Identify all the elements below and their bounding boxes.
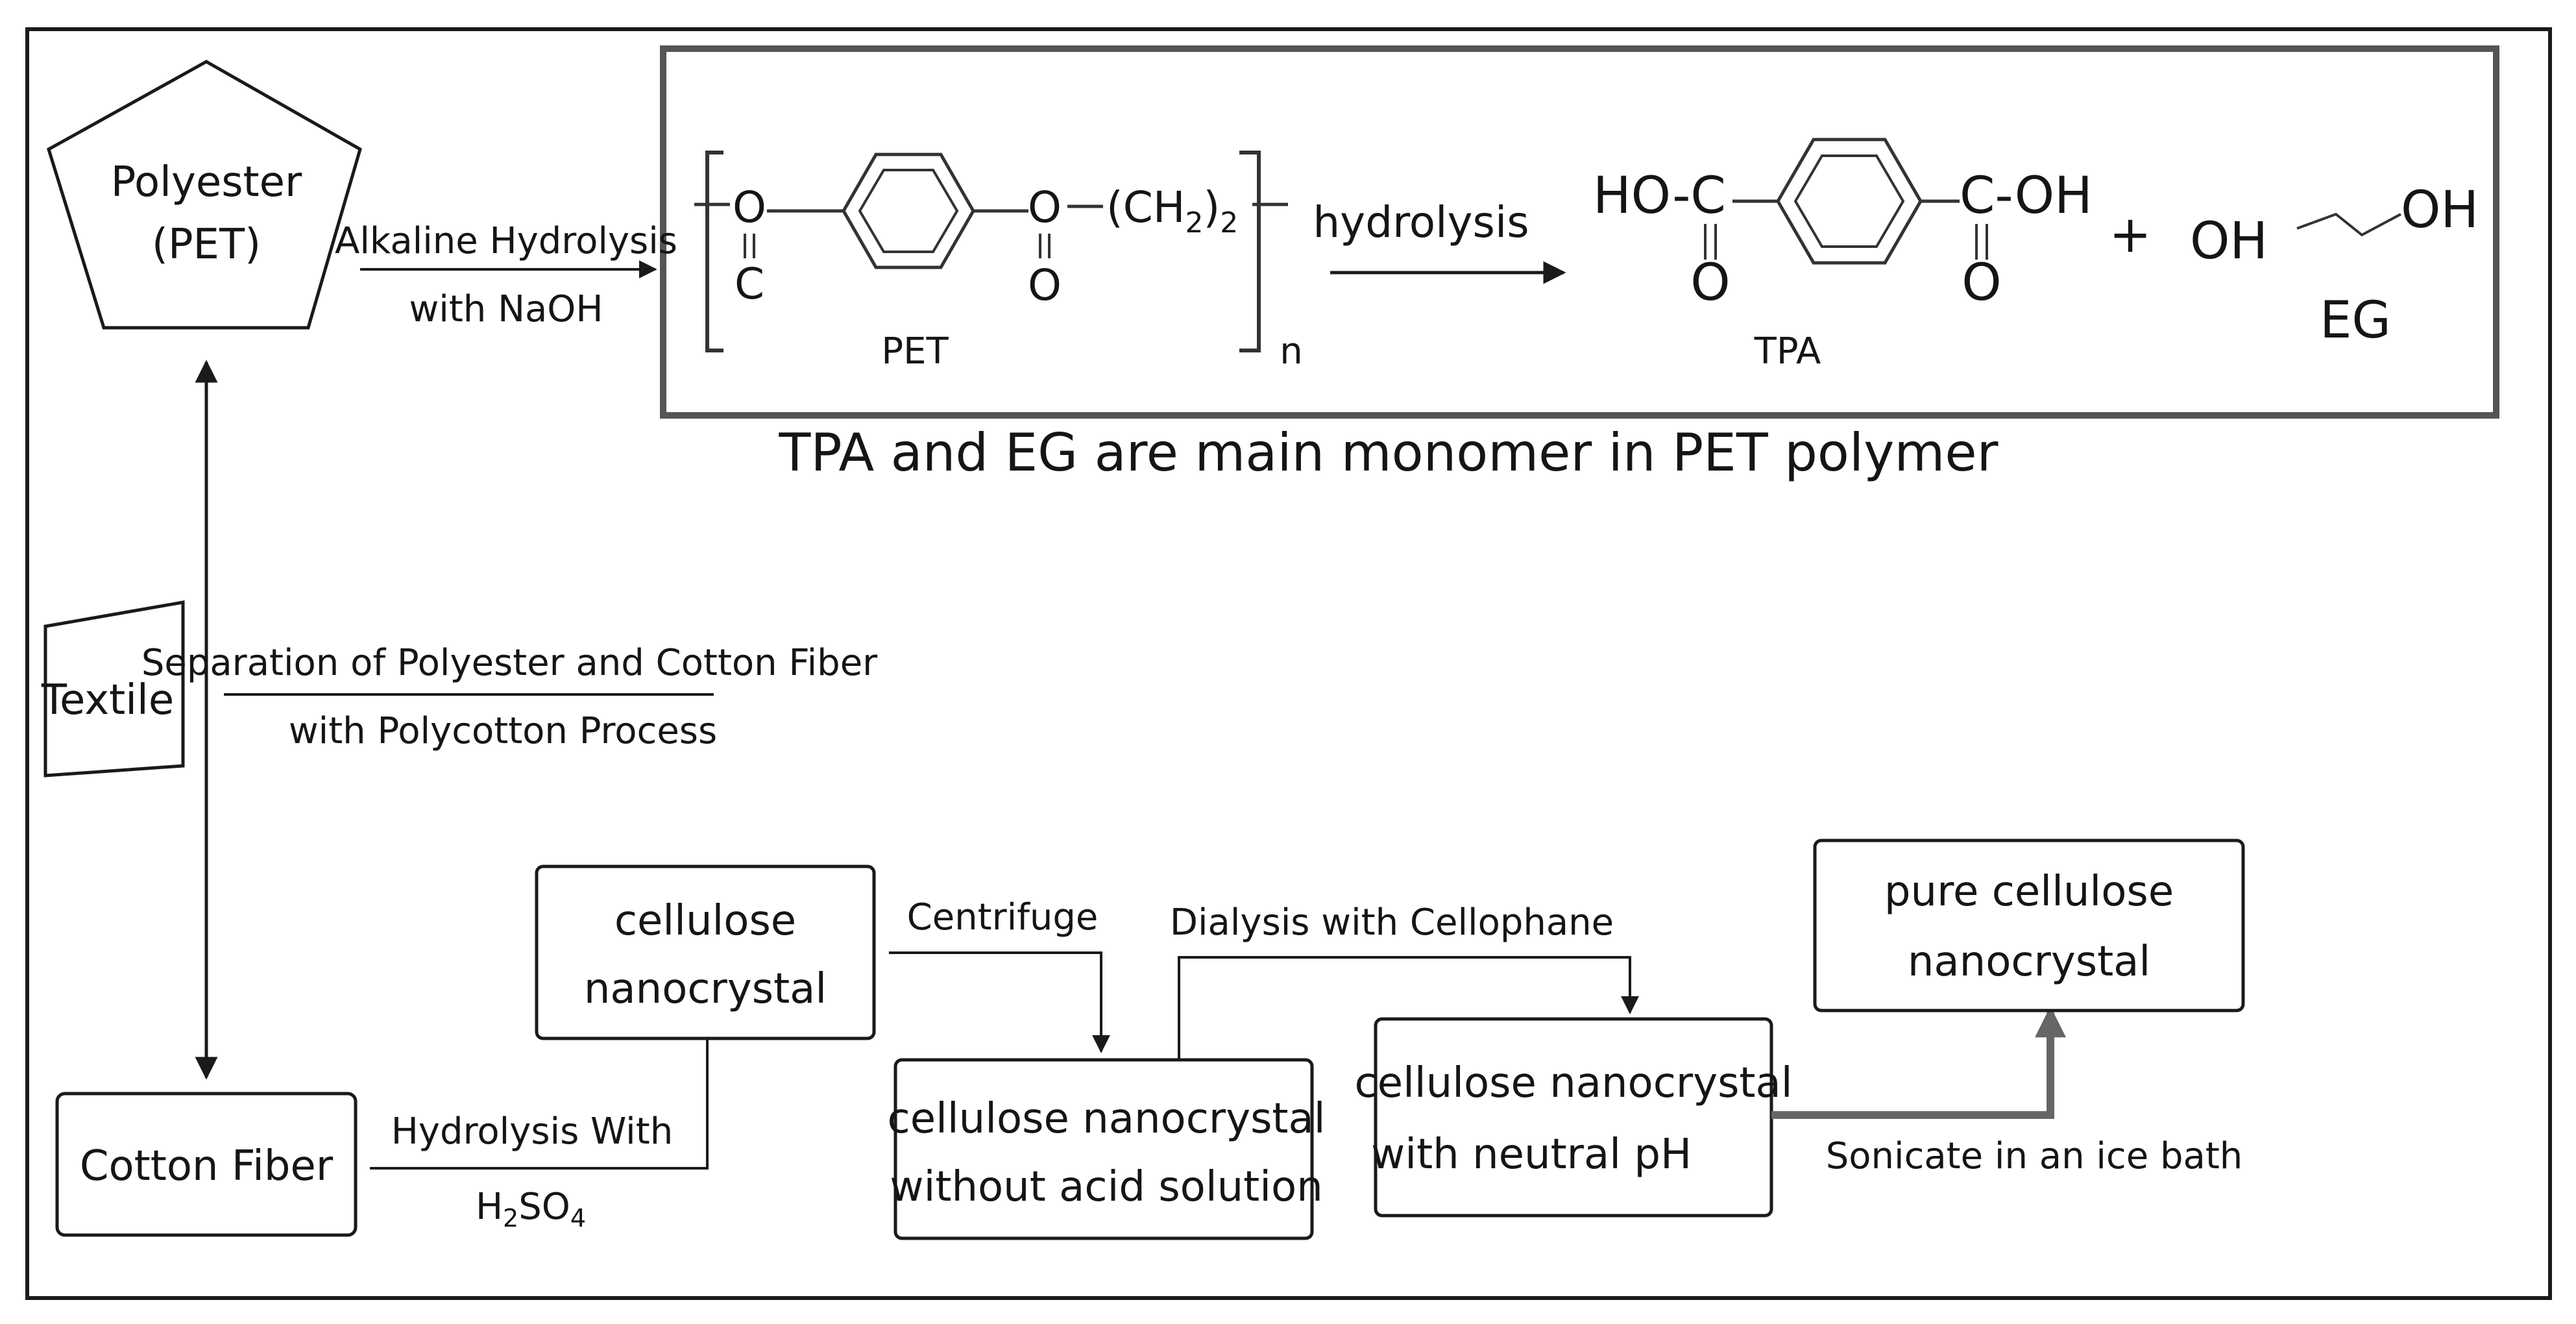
textile-shape xyxy=(43,600,185,778)
tpa-o-left: O xyxy=(1690,254,1730,312)
polyester-pentagon xyxy=(47,60,362,330)
pure-cnc-node: pure cellulose nanocrystal xyxy=(1813,839,2245,1012)
pure-cnc-box xyxy=(1813,839,2245,1012)
cnc-neutral-box xyxy=(1374,1017,1773,1218)
eg-chain xyxy=(2296,212,2401,237)
cnc-box xyxy=(535,864,876,1040)
tpa-structure: HO-C O C-OH O TPA xyxy=(1593,138,2093,373)
cnc-neutral-label-2: with neutral pH xyxy=(1371,1131,1692,1179)
reaction-caption: TPA and EG are main monomer in PET polym… xyxy=(779,423,1999,483)
dialysis-label: Dialysis with Cellophane xyxy=(1170,901,1614,944)
pet-label: PET xyxy=(881,330,949,373)
polyester-label: Polyester xyxy=(111,158,302,206)
plus-sign: + xyxy=(2109,206,2151,264)
pet-o-top: O xyxy=(733,182,766,232)
separation-label-2: with Polycotton Process xyxy=(289,710,717,752)
cnc-no-acid-node: cellulose nanocrystal without acid solut… xyxy=(888,1058,1326,1240)
pet-benzene-inner xyxy=(858,169,959,253)
polyester-node: Polyester (PET) xyxy=(47,60,362,330)
hydrolysis-h2so4-label-2: H2SO4 xyxy=(476,1186,586,1232)
eg-oh-left: OH xyxy=(2190,212,2268,271)
textile-label: Textile xyxy=(41,676,174,724)
cnc-neutral-node: cellulose nanocrystal with neutral pH xyxy=(1355,1017,1793,1218)
cnc-no-acid-label-2: without acid solution xyxy=(890,1163,1323,1211)
polyester-pet-label: (PET) xyxy=(152,221,261,269)
cotton-fiber-label: Cotton Fiber xyxy=(80,1142,334,1190)
cnc-node: cellulose nanocrystal xyxy=(535,864,876,1040)
dialysis-arrow xyxy=(1178,956,1639,1060)
hydrolysis-h2so4-path xyxy=(370,1038,709,1170)
separation-label-1: Separation of Polyester and Cotton Fiber xyxy=(141,642,878,684)
tpa-label: TPA xyxy=(1754,330,1821,373)
tpa-right-group: C-OH xyxy=(1960,167,2093,225)
cnc-label-1: cellulose xyxy=(614,897,796,945)
cnc-neutral-label-1: cellulose nanocrystal xyxy=(1355,1059,1793,1107)
alkaline-label-2: with NaOH xyxy=(409,288,603,330)
textile-node: Textile xyxy=(41,600,185,778)
cnc-label-2: nanocrystal xyxy=(584,965,827,1013)
eg-label: EG xyxy=(2320,291,2391,350)
sonicate-label: Sonicate in an ice bath xyxy=(1826,1135,2243,1177)
cotton-fiber-box xyxy=(55,1092,358,1237)
pet-right-bracket xyxy=(1239,151,1261,352)
pet-structure: O C O O (CH2)2 PET n xyxy=(694,151,1303,373)
tpa-o-right: O xyxy=(1962,254,2001,312)
pure-cnc-label-2: nanocrystal xyxy=(1908,938,2150,986)
pet-c: C xyxy=(735,259,764,309)
pet-left-bracket xyxy=(705,151,723,352)
sonicate-arrow xyxy=(1771,1006,2066,1119)
reaction-box xyxy=(660,45,2499,419)
pure-cnc-label-1: pure cellulose xyxy=(1884,868,2174,916)
hydrolysis-label: hydrolysis xyxy=(1313,197,1529,247)
cnc-no-acid-box xyxy=(893,1058,1314,1240)
pet-ch2-group: (CH2)2 xyxy=(1106,182,1238,239)
tpa-benzene-inner xyxy=(1793,154,1905,248)
centrifuge-label: Centrifuge xyxy=(907,896,1099,938)
alkaline-label-1: Alkaline Hydrolysis xyxy=(335,220,677,262)
tpa-left-group: HO-C xyxy=(1593,167,1726,225)
centrifuge-arrow xyxy=(889,951,1110,1053)
pet-n: n xyxy=(1280,330,1303,373)
pet-o-bottom: O xyxy=(1028,260,1062,310)
hydrolysis-h2so4-label-1: Hydrolysis With xyxy=(391,1110,673,1153)
eg-oh-right: OH xyxy=(2401,181,2479,239)
cnc-no-acid-label-1: cellulose nanocrystal xyxy=(888,1095,1326,1143)
cotton-fiber-node: Cotton Fiber xyxy=(55,1092,358,1237)
eg-structure: OH OH EG xyxy=(2190,181,2479,350)
pet-o-right: O xyxy=(1028,182,1062,232)
